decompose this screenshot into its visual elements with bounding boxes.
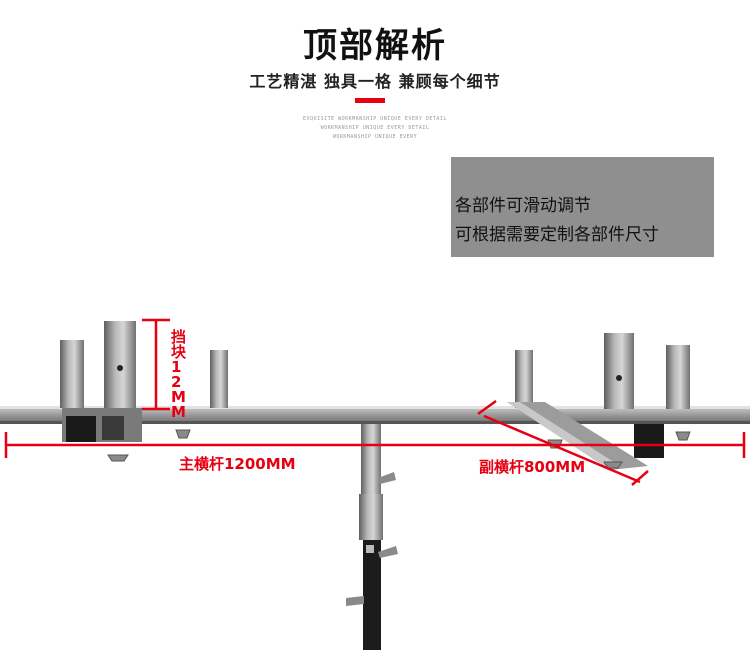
english-tagline-2: WORKMANSHIP UNIQUE EVERY DETAIL: [320, 125, 430, 131]
dimension-markers: [4, 318, 746, 486]
sub-crossbar: [507, 402, 648, 470]
center-stand: [346, 424, 398, 650]
english-tagline-1: EXQUISITE WORKMANSHIP UNIQUE EVERY DETAI…: [303, 116, 447, 122]
english-tagline-3: WORKMANSHIP UNIQUE EVERY: [332, 134, 418, 140]
page-title: 顶部解析: [303, 26, 447, 66]
note-line-1: 各部件可滑动调节: [455, 196, 591, 216]
note-line-2: 可根据需要定制各部件尺寸: [455, 225, 659, 245]
sub-bar-label: 副横杆800MM: [479, 458, 586, 476]
right-block-posts: [515, 333, 690, 458]
left-block-posts: [60, 321, 228, 442]
page-subtitle: 工艺精湛 独具一格 兼顾每个细节: [249, 72, 501, 91]
wing-knobs: [107, 429, 691, 469]
note-box: 各部件可滑动调节 可根据需要定制各部件尺寸: [451, 157, 714, 257]
main-bar-label: 主横杆1200MM: [179, 455, 296, 473]
title-accent-bar: [355, 98, 385, 103]
block-size-label: 挡块12MM: [171, 328, 187, 421]
